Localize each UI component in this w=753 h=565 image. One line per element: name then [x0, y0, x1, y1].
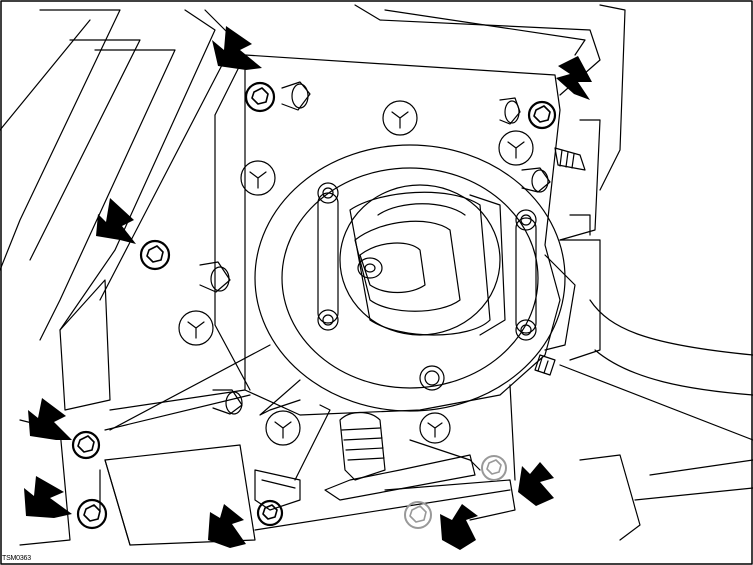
upper-duct: [354, 4, 626, 241]
arrow-icon: [440, 504, 478, 550]
fastener-top-left: [244, 81, 276, 113]
flange-slots: [317, 182, 537, 391]
arrow-icon: [96, 198, 136, 244]
lower-bracket: [254, 379, 516, 531]
highlighted-fasteners: [71, 81, 557, 530]
fastener-bottom-center: [256, 499, 284, 527]
arrow-icon: [556, 56, 592, 100]
left-frame-rails: [0, 9, 236, 546]
arrow-icon: [212, 26, 262, 70]
figure-id-label: TSM0363: [2, 555, 31, 562]
plate-studs: [178, 81, 586, 446]
fastener-top-right: [527, 100, 557, 130]
fastener-bottom-left: [76, 498, 108, 530]
arrow-icon: [518, 462, 554, 506]
arrow-icon: [208, 504, 246, 548]
fastener-right-faint: [481, 455, 507, 481]
fastener-left-mid: [139, 239, 171, 271]
fastener-bottom-faint: [404, 501, 432, 529]
central-flange: [254, 144, 566, 412]
right-assembly: [544, 239, 753, 541]
fastener-left-low: [71, 430, 101, 460]
callout-arrows: [24, 26, 592, 550]
arrow-icon: [28, 398, 72, 440]
bulkhead-plate: [104, 54, 561, 431]
arrow-icon: [24, 476, 72, 518]
